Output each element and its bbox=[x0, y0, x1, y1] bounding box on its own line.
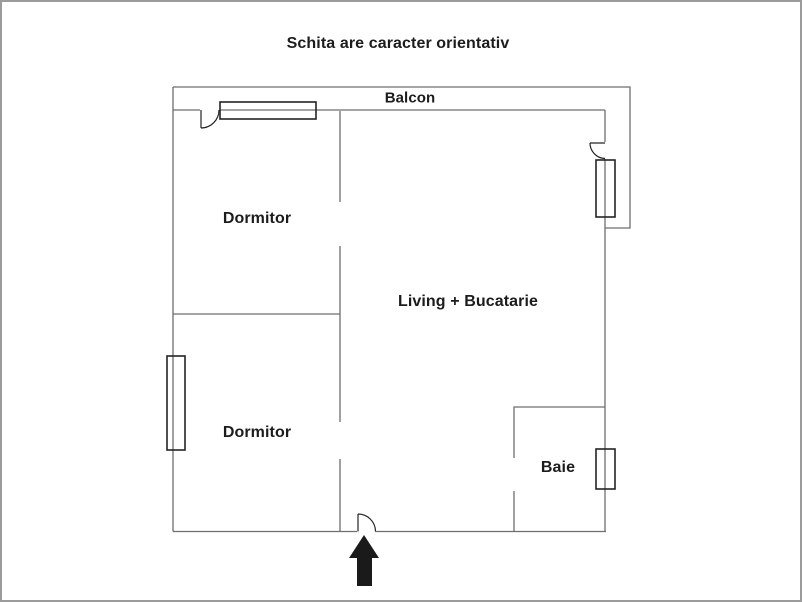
interior-walls bbox=[173, 111, 605, 532]
doors bbox=[200, 109, 606, 532]
windows bbox=[166, 101, 616, 490]
window-symbol-bathroom-right bbox=[595, 448, 616, 490]
balcony-door-left-symbol bbox=[200, 109, 220, 129]
room-label-bedroom-top: Dormitor bbox=[222, 210, 292, 227]
room-label-balcony: Balcon bbox=[384, 89, 436, 107]
room-label-bathroom: Baie bbox=[540, 459, 576, 476]
room-label-living-kitchen: Living + Bucatarie bbox=[397, 293, 539, 310]
entrance-door-symbol bbox=[357, 513, 377, 532]
exterior-walls bbox=[172, 86, 631, 533]
balcony-door-right-symbol bbox=[589, 142, 606, 160]
window-symbol-living-right bbox=[595, 159, 616, 218]
page-title: Schita are caracter orientativ bbox=[286, 35, 510, 52]
window-symbol-balcony-top bbox=[219, 101, 317, 120]
balcony-outer-wall bbox=[173, 86, 631, 229]
entrance-arrow-icon bbox=[349, 535, 379, 586]
room-label-bedroom-bottom: Dormitor bbox=[222, 424, 292, 441]
window-symbol-bedroom-left bbox=[166, 355, 186, 451]
bathroom-walls bbox=[513, 406, 605, 532]
